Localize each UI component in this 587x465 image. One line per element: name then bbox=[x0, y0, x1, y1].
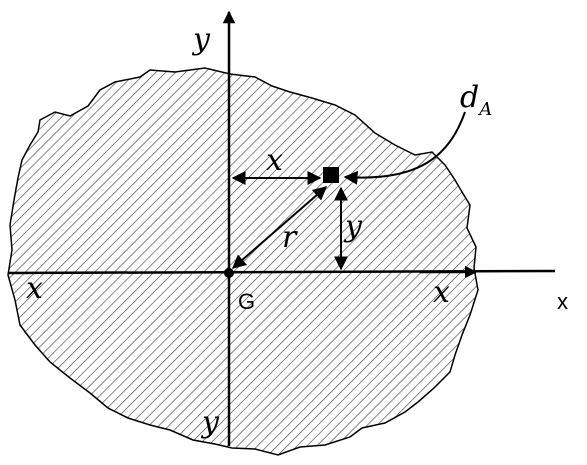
x-axis-name: x bbox=[557, 289, 568, 314]
x-distance-label: x bbox=[266, 143, 283, 178]
x-axis-label-right: x bbox=[433, 275, 450, 310]
y-axis-label-bottom: y bbox=[200, 405, 220, 440]
centroid-label: G bbox=[238, 289, 255, 314]
area-element-square bbox=[323, 167, 339, 183]
area-element-leader bbox=[343, 111, 466, 185]
hatched-area-shape bbox=[7, 67, 479, 456]
y-axis-label-top: y bbox=[191, 22, 211, 57]
radius-label: r bbox=[282, 220, 298, 255]
centroid-point bbox=[224, 268, 234, 278]
area-element-label-sub: A bbox=[477, 99, 492, 120]
radius-arrow bbox=[231, 186, 328, 269]
x-axis-label-left: x bbox=[26, 271, 43, 306]
y-distance-label: y bbox=[343, 209, 363, 244]
area-element-label: dA bbox=[460, 80, 492, 120]
area-element-label-main: d bbox=[460, 80, 479, 115]
